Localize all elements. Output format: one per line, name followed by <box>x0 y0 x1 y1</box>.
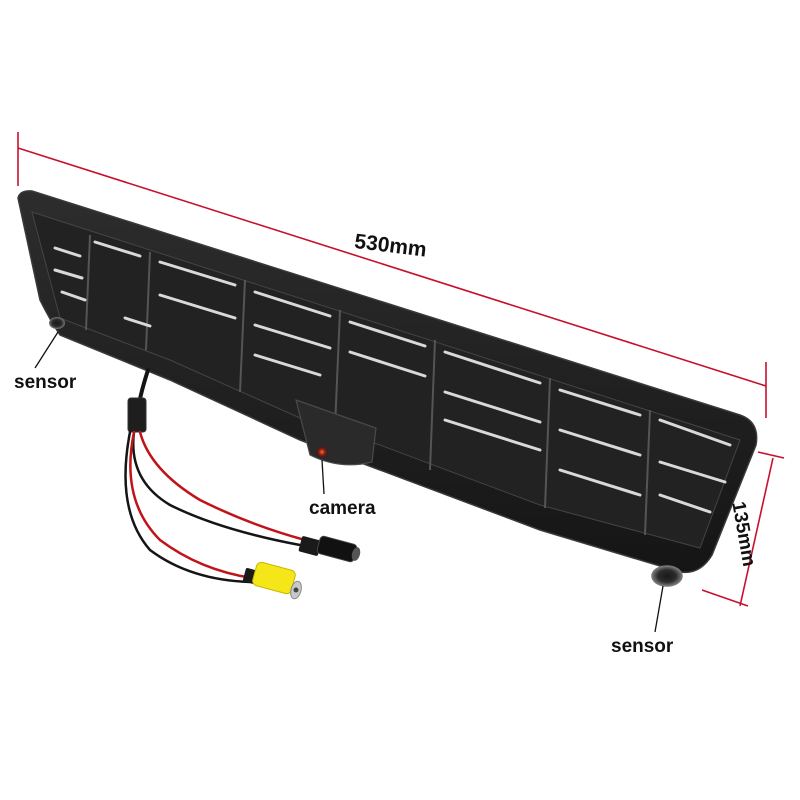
height-dimension-line <box>701 451 785 607</box>
frame-ribs <box>85 234 651 536</box>
camera-housing <box>295 399 377 466</box>
power-connector <box>298 535 361 563</box>
camera-lens <box>316 446 328 458</box>
camera-label: camera <box>309 498 376 519</box>
frame-slots <box>53 240 732 514</box>
sensor-right <box>651 565 683 587</box>
wiring-harness <box>124 368 307 584</box>
rca-video-connector <box>242 561 302 600</box>
sensor-left-label: sensor <box>14 372 77 393</box>
frame-inner-panel <box>31 211 741 549</box>
callout-lines <box>34 331 664 633</box>
width-dimension-line <box>17 132 767 418</box>
sensor-right-label: sensor <box>611 636 674 657</box>
sensor-left <box>49 317 65 329</box>
